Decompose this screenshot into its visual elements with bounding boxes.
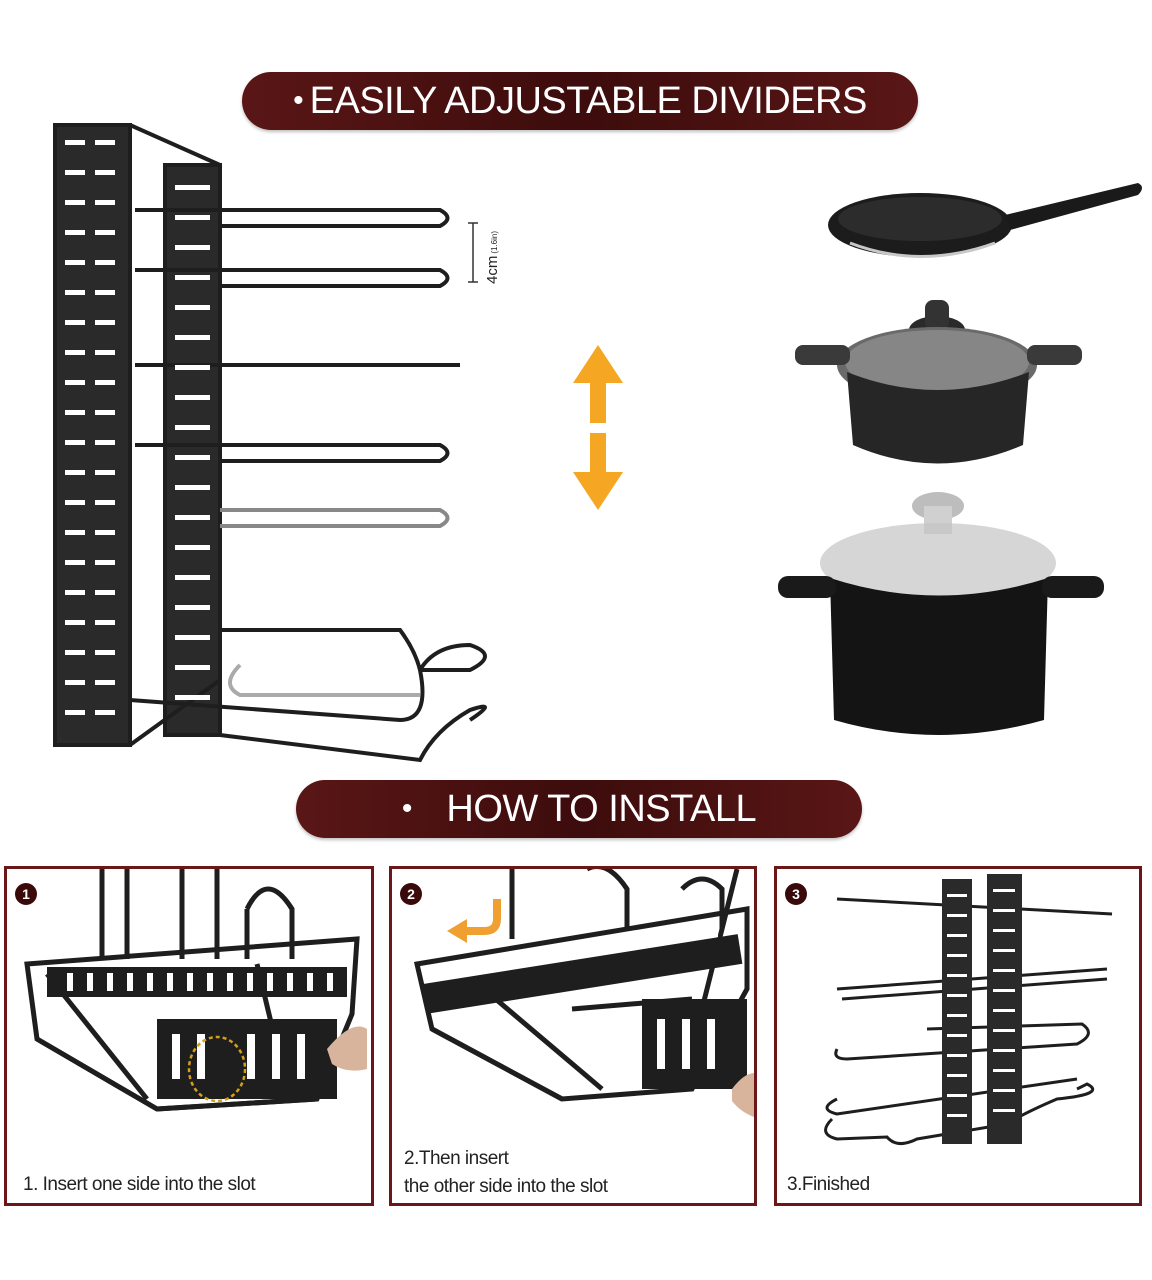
pan-rack-illustration <box>53 123 487 763</box>
up-down-arrow-icon <box>573 345 623 510</box>
frying-pan-image <box>828 183 1142 258</box>
step-2-caption-line2: the other side into the slot <box>404 1176 608 1197</box>
step-3-illustration <box>824 874 1113 1145</box>
step-number-badge: 1 <box>15 883 37 905</box>
install-step-3: 3 3.Finished <box>774 866 1142 1206</box>
shelf-spacing-value: 4cm <box>484 255 501 284</box>
banner-how-to-install: • HOW TO INSTALL <box>296 780 862 838</box>
step-2-caption: 2.Then insert the other side into the sl… <box>404 1145 608 1201</box>
banner-easily-adjustable-dividers: • EASILY ADJUSTABLE DIVIDERS <box>242 72 918 130</box>
step-2-illustration <box>413 869 754 1117</box>
banner-bullet: • <box>401 792 413 825</box>
install-step-2: 2 2.Then insert the other side into the … <box>389 866 757 1206</box>
banner-title: HOW TO INSTALL <box>446 787 757 830</box>
step-number-badge: 2 <box>400 883 422 905</box>
banner-title: EASILY ADJUSTABLE DIVIDERS <box>309 79 868 122</box>
step-number-badge: 3 <box>785 883 807 905</box>
step-1-illustration <box>24 869 367 1112</box>
install-step-1: 1 1. Insert one side into the slot <box>4 866 374 1206</box>
step-1-caption: 1. Insert one side into the slot <box>23 1174 256 1195</box>
step-2-caption-line1: 2.Then insert <box>404 1148 509 1169</box>
shelf-spacing-sub: (1.6in) <box>490 230 499 254</box>
shelf-spacing-label: 4cm(1.6in) <box>484 231 501 284</box>
small-pot-image <box>795 300 1082 464</box>
large-pot-image <box>778 492 1104 735</box>
banner-bullet: • <box>293 84 304 117</box>
step-3-caption: 3.Finished <box>787 1174 870 1195</box>
